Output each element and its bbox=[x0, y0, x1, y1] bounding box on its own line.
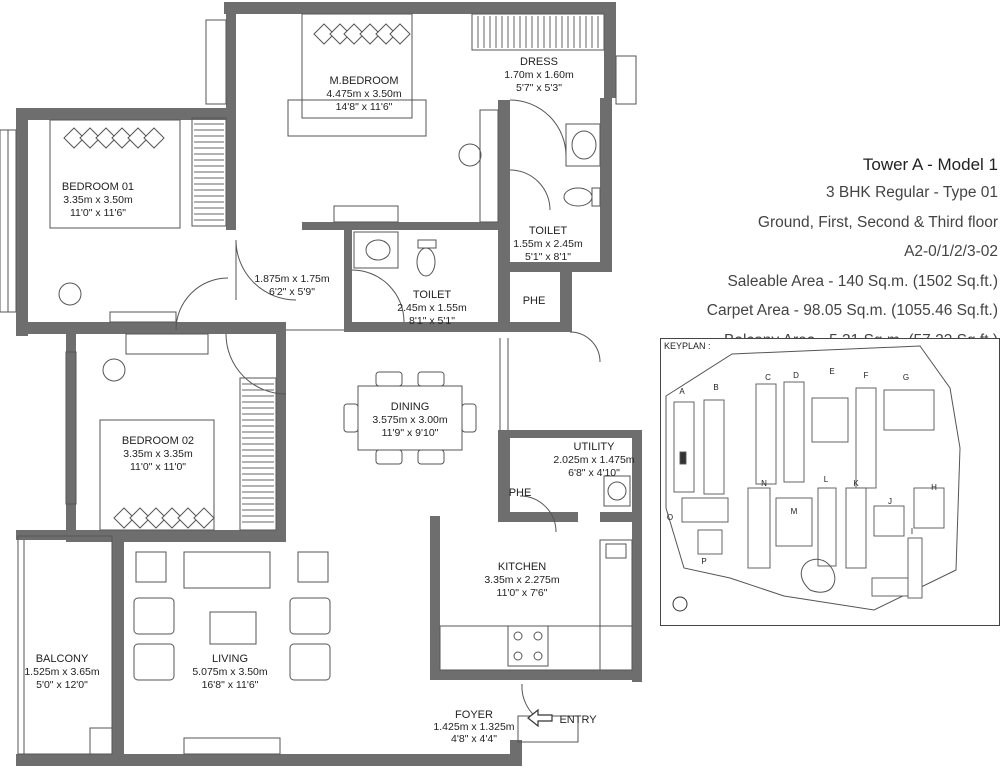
pillows bbox=[63, 23, 411, 529]
svg-text:G: G bbox=[903, 373, 909, 382]
svg-text:2.025m x 1.475m: 2.025m x 1.475m bbox=[553, 454, 634, 466]
svg-text:1.525m x 3.65m: 1.525m x 3.65m bbox=[24, 666, 100, 678]
floors: Ground, First, Second & Third floor bbox=[757, 213, 998, 231]
kitchen-name: KITCHEN bbox=[498, 561, 546, 573]
svg-text:K: K bbox=[853, 479, 859, 488]
furniture bbox=[49, 13, 633, 755]
tower-title: Tower A - Model 1 bbox=[862, 155, 998, 174]
toilet-1-name: TOILET bbox=[529, 225, 568, 237]
svg-text:6'8" x 4'10": 6'8" x 4'10" bbox=[568, 467, 620, 479]
carpet-area: Carpet Area - 98.05 Sq.m. (1055.46 Sq.ft… bbox=[706, 302, 998, 319]
svg-text:6'2" x 5'9": 6'2" x 5'9" bbox=[269, 286, 315, 298]
svg-text:P: P bbox=[701, 557, 706, 566]
svg-text:11'0" x 7'6": 11'0" x 7'6" bbox=[497, 587, 548, 599]
compass-icon bbox=[672, 596, 688, 612]
svg-text:11'9" x 9'10": 11'9" x 9'10" bbox=[382, 427, 439, 439]
passage-metric: 1.875m x 1.75m bbox=[254, 273, 330, 285]
balcony-name: BALCONY bbox=[36, 653, 89, 665]
svg-text:D: D bbox=[793, 371, 799, 380]
bedroom-01-name: BEDROOM 01 bbox=[62, 181, 134, 193]
svg-text:M: M bbox=[791, 507, 798, 516]
foyer-name: FOYER bbox=[455, 709, 493, 721]
dress-name: DRESS bbox=[520, 56, 558, 68]
svg-text:1.55m x 2.45m: 1.55m x 2.45m bbox=[513, 238, 583, 250]
wc-icon-2 bbox=[416, 247, 436, 277]
utility-name: UTILITY bbox=[574, 441, 616, 453]
sofa-icon bbox=[183, 551, 271, 589]
coffee-table-icon bbox=[209, 611, 257, 645]
keyplan: KEYPLAN : A B C D E F G H I J K L M N O … bbox=[660, 338, 1000, 626]
master-bedroom-name: M.BEDROOM bbox=[329, 75, 398, 87]
phe-2-name: PHE bbox=[509, 487, 532, 499]
svg-text:N: N bbox=[761, 479, 767, 488]
svg-text:4'8" x 4'4": 4'8" x 4'4" bbox=[451, 733, 497, 745]
svg-text:14'8" x 11'6": 14'8" x 11'6" bbox=[336, 101, 393, 113]
svg-text:3.35m x 2.275m: 3.35m x 2.275m bbox=[484, 574, 560, 586]
dining-name: DINING bbox=[391, 401, 430, 413]
keyplan-title: KEYPLAN : bbox=[664, 341, 711, 351]
block-letters: A B C D E F G H I J K L M N O P bbox=[667, 367, 937, 566]
svg-text:3.575m x 3.00m: 3.575m x 3.00m bbox=[372, 414, 448, 426]
svg-text:C: C bbox=[765, 373, 771, 382]
stool-icon bbox=[58, 282, 82, 306]
svg-text:2.45m x 1.55m: 2.45m x 1.55m bbox=[397, 302, 467, 314]
svg-text:5'1" x 8'1": 5'1" x 8'1" bbox=[525, 251, 571, 263]
svg-text:A: A bbox=[679, 387, 685, 396]
saleable-area: Saleable Area - 140 Sq.m. (1502 Sq.ft.) bbox=[727, 272, 998, 290]
svg-text:3.35m x 3.50m: 3.35m x 3.50m bbox=[63, 194, 133, 206]
svg-text:1.70m x 1.60m: 1.70m x 1.60m bbox=[504, 69, 574, 81]
svg-text:3.35m x 3.35m: 3.35m x 3.35m bbox=[123, 448, 193, 460]
svg-text:5'7" x 5'3": 5'7" x 5'3" bbox=[516, 82, 562, 94]
tv-unit-icon bbox=[183, 737, 281, 755]
phe-1-name: PHE bbox=[523, 295, 546, 307]
svg-text:B: B bbox=[713, 383, 718, 392]
entry-label: ENTRY bbox=[559, 714, 597, 726]
entry-arrow-icon bbox=[527, 708, 553, 728]
svg-text:1.425m x 1.325m: 1.425m x 1.325m bbox=[433, 721, 514, 733]
svg-text:4.475m x 3.50m: 4.475m x 3.50m bbox=[326, 88, 402, 100]
svg-text:5.075m x 3.50m: 5.075m x 3.50m bbox=[192, 666, 268, 678]
wc-icon bbox=[563, 187, 593, 207]
svg-text:16'8" x 11'6": 16'8" x 11'6" bbox=[202, 679, 259, 691]
dining-table-icon bbox=[357, 385, 463, 451]
bedroom-02-name: BEDROOM 02 bbox=[122, 435, 194, 447]
unit-info: Tower A - Model 1 3 BHK Regular - Type 0… bbox=[707, 152, 998, 355]
unit-type: 3 BHK Regular - Type 01 bbox=[825, 184, 998, 201]
svg-text:J: J bbox=[888, 497, 892, 506]
wall-lines bbox=[0, 13, 637, 755]
svg-text:11'0" x 11'0": 11'0" x 11'0" bbox=[130, 461, 186, 473]
svg-text:F: F bbox=[864, 371, 869, 380]
svg-text:H: H bbox=[931, 483, 937, 492]
room-labels: M.BEDROOM 4.475m x 3.50m 14'8" x 11'6" D… bbox=[24, 56, 634, 745]
chair-icon bbox=[458, 143, 482, 167]
walls bbox=[16, 2, 642, 766]
site-blocks bbox=[673, 381, 945, 599]
unit-code: A2-0/1/2/3-02 bbox=[904, 243, 998, 260]
toilet-2-name: TOILET bbox=[413, 289, 452, 301]
svg-text:11'0" x 11'6": 11'0" x 11'6" bbox=[70, 207, 126, 219]
svg-text:I: I bbox=[911, 527, 913, 536]
svg-text:L: L bbox=[824, 475, 829, 484]
hatching bbox=[194, 16, 599, 523]
living-name: LIVING bbox=[212, 653, 248, 665]
svg-text:8'1" x 5'1": 8'1" x 5'1" bbox=[409, 315, 455, 327]
svg-text:O: O bbox=[667, 513, 673, 522]
svg-text:5'0" x 12'0": 5'0" x 12'0" bbox=[36, 679, 88, 691]
svg-text:E: E bbox=[829, 367, 834, 376]
